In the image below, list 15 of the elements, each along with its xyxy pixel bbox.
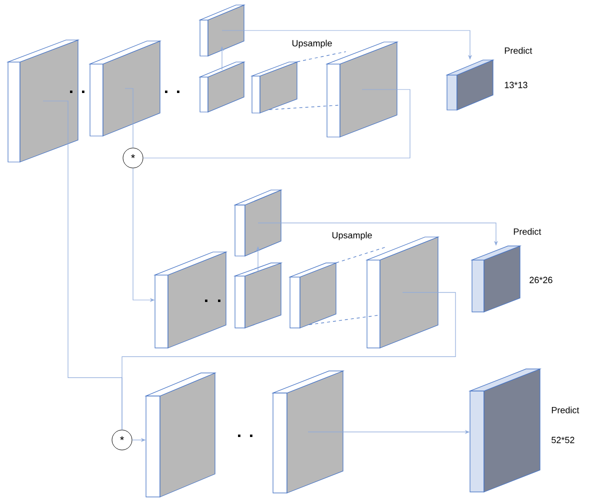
block-caption: 13*13 <box>504 82 528 88</box>
block-caption: 52*52 <box>552 436 574 444</box>
block-caption: Predict <box>514 228 542 235</box>
operation-label: Upsample <box>292 40 332 48</box>
block-caption: 26*26 <box>530 276 552 284</box>
connector-line <box>122 292 456 430</box>
block-caption: Predict <box>504 47 532 54</box>
dashed-line <box>296 51 346 62</box>
operation-label: Upsample <box>332 232 372 240</box>
dashed-line <box>308 314 380 325</box>
connector-line <box>142 89 410 158</box>
connector-line <box>124 88 134 148</box>
dashed-line <box>269 104 340 110</box>
block-caption: Predict <box>552 406 580 414</box>
dashed-line <box>336 246 386 264</box>
